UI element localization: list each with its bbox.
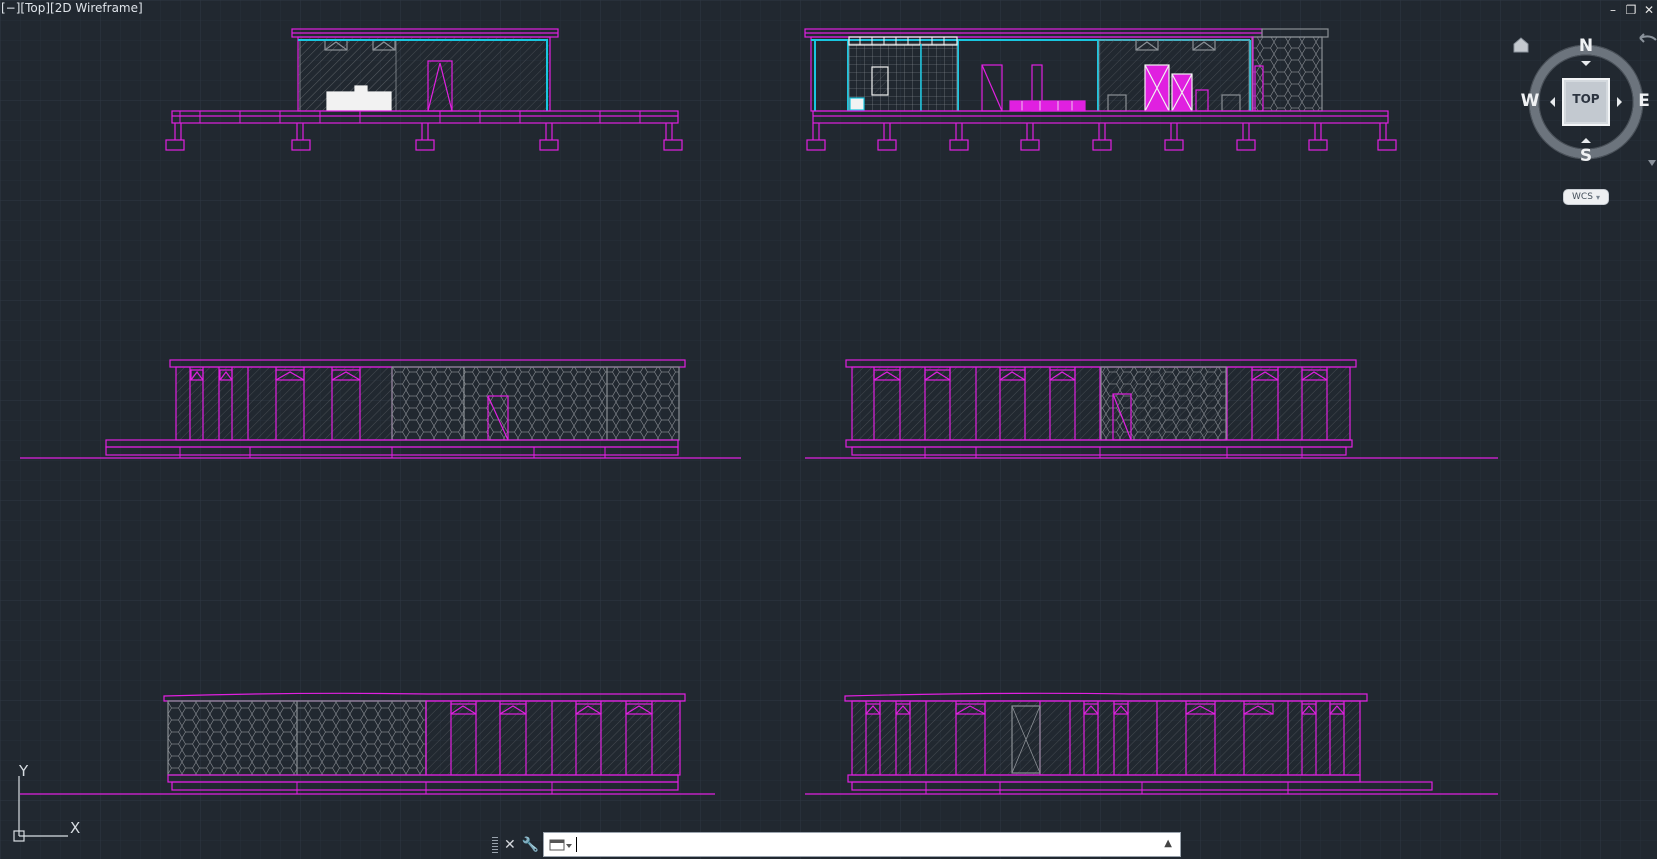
drag-handle-icon[interactable] xyxy=(492,836,498,853)
minimize-button[interactable]: – xyxy=(1610,3,1616,17)
elevation-drawing-2[interactable] xyxy=(805,359,1498,459)
chevron-down-icon: ▾ xyxy=(1595,192,1600,202)
wcs-label: WCS xyxy=(1572,192,1593,202)
ucs-x-label: X xyxy=(70,819,81,837)
compass-north-label[interactable]: N xyxy=(1578,36,1594,56)
text-caret xyxy=(576,837,578,852)
rotate-arrow-icon[interactable] xyxy=(1639,33,1657,43)
section-drawing-2[interactable] xyxy=(804,28,1397,151)
compass-east-label[interactable]: E xyxy=(1638,91,1650,111)
visual-style-control[interactable]: [2D Wireframe] xyxy=(50,1,143,15)
compass-south-label[interactable]: S xyxy=(1579,146,1593,166)
viewport-menu-control[interactable]: [−] xyxy=(1,1,21,15)
elevation-drawing-3[interactable] xyxy=(20,692,715,795)
viewcube[interactable]: TOP N S W E xyxy=(1510,30,1657,180)
elevation-drawing-4[interactable] xyxy=(805,692,1498,795)
compass-west-label[interactable]: W xyxy=(1520,91,1540,111)
viewport-window-controls: – ❐ ✕ xyxy=(1607,3,1655,17)
compass-ring[interactable] xyxy=(1529,45,1643,159)
chevron-up-icon[interactable]: ▲ xyxy=(1164,838,1172,849)
command-line-tools: ✕ 🔧 xyxy=(488,832,543,857)
elevation-drawing-1[interactable] xyxy=(20,359,741,459)
command-prompt-icon[interactable] xyxy=(548,837,574,853)
restore-button[interactable]: ❐ xyxy=(1625,3,1637,17)
wrench-icon[interactable]: 🔧 xyxy=(521,836,540,853)
ucs-y-label: Y xyxy=(19,762,29,780)
section-drawing-1[interactable] xyxy=(165,28,683,151)
viewport-controls-label[interactable]: [−][Top][2D Wireframe] xyxy=(1,1,143,15)
command-input-box[interactable]: ▲ xyxy=(543,832,1181,857)
close-icon[interactable]: ✕ xyxy=(504,836,516,853)
wcs-menu-button[interactable]: WCS ▾ xyxy=(1563,189,1609,205)
close-button[interactable]: ✕ xyxy=(1643,3,1655,17)
command-line: ✕ 🔧 ▲ xyxy=(488,832,1181,857)
view-control[interactable]: [Top] xyxy=(20,1,51,15)
viewcube-face-label[interactable]: TOP xyxy=(1572,92,1600,106)
ucs-icon: Y X xyxy=(8,762,98,846)
command-input[interactable] xyxy=(577,834,1180,855)
home-icon[interactable] xyxy=(1513,37,1529,53)
